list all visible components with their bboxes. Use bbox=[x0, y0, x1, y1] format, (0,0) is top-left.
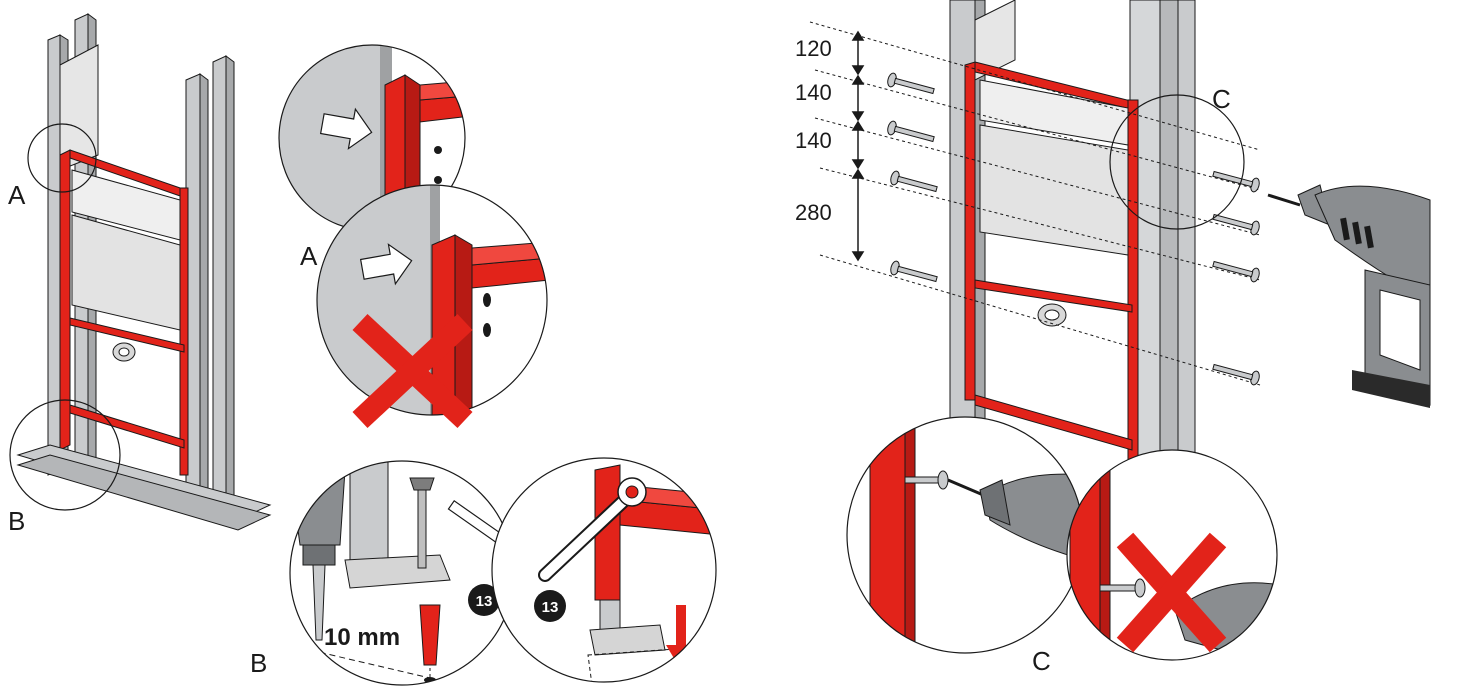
drill-size-label: 10 mm bbox=[324, 624, 400, 651]
detail-c-incorrect bbox=[1067, 450, 1277, 660]
cross-icon bbox=[1116, 532, 1227, 653]
dimension-lines bbox=[851, 30, 865, 262]
detail-b-drilling: 10 mm bbox=[290, 461, 514, 685]
arrow-right-icon bbox=[359, 243, 413, 286]
screw-icon bbox=[887, 72, 938, 283]
detail-a-illustration: A bbox=[278, 44, 548, 429]
label-a-detail: A bbox=[300, 241, 318, 271]
dimension-2: 140 bbox=[795, 80, 832, 105]
dimension-4: 280 bbox=[795, 200, 832, 225]
label-b-detail: B bbox=[250, 648, 267, 678]
svg-text:13: 13 bbox=[476, 593, 493, 610]
detail-b-tightening bbox=[492, 458, 716, 682]
label-c-frame: C bbox=[1212, 84, 1231, 114]
label-c-detail: C bbox=[1032, 646, 1051, 676]
screw-icon bbox=[1212, 170, 1260, 386]
drill-icon bbox=[290, 469, 346, 641]
dimension-1: 120 bbox=[795, 36, 832, 61]
overview-frame-illustration: A B bbox=[8, 13, 272, 536]
svg-text:13: 13 bbox=[542, 599, 559, 616]
callout-circle-c bbox=[1109, 94, 1245, 230]
cross-icon bbox=[352, 313, 473, 429]
arrow-right-icon bbox=[319, 107, 373, 150]
frame-mounting-illustration: 120 140 140 280 C bbox=[795, 0, 1431, 471]
drill-icon bbox=[1267, 184, 1431, 408]
label-a-overview: A bbox=[8, 180, 26, 210]
callout-circle-a bbox=[27, 123, 97, 193]
callout-circle-b bbox=[9, 399, 121, 511]
detail-c-illustration: C bbox=[846, 416, 1278, 676]
wrench-size-badge-2: 13 bbox=[534, 590, 566, 622]
detail-c-correct bbox=[847, 417, 1083, 653]
wrench-size-badge-1: 13 bbox=[468, 584, 500, 616]
label-b-overview: B bbox=[8, 506, 25, 536]
wrench-icon bbox=[538, 477, 647, 582]
dimension-3: 140 bbox=[795, 128, 832, 153]
detail-b-illustration: 10 mm 13 bbox=[250, 457, 717, 686]
